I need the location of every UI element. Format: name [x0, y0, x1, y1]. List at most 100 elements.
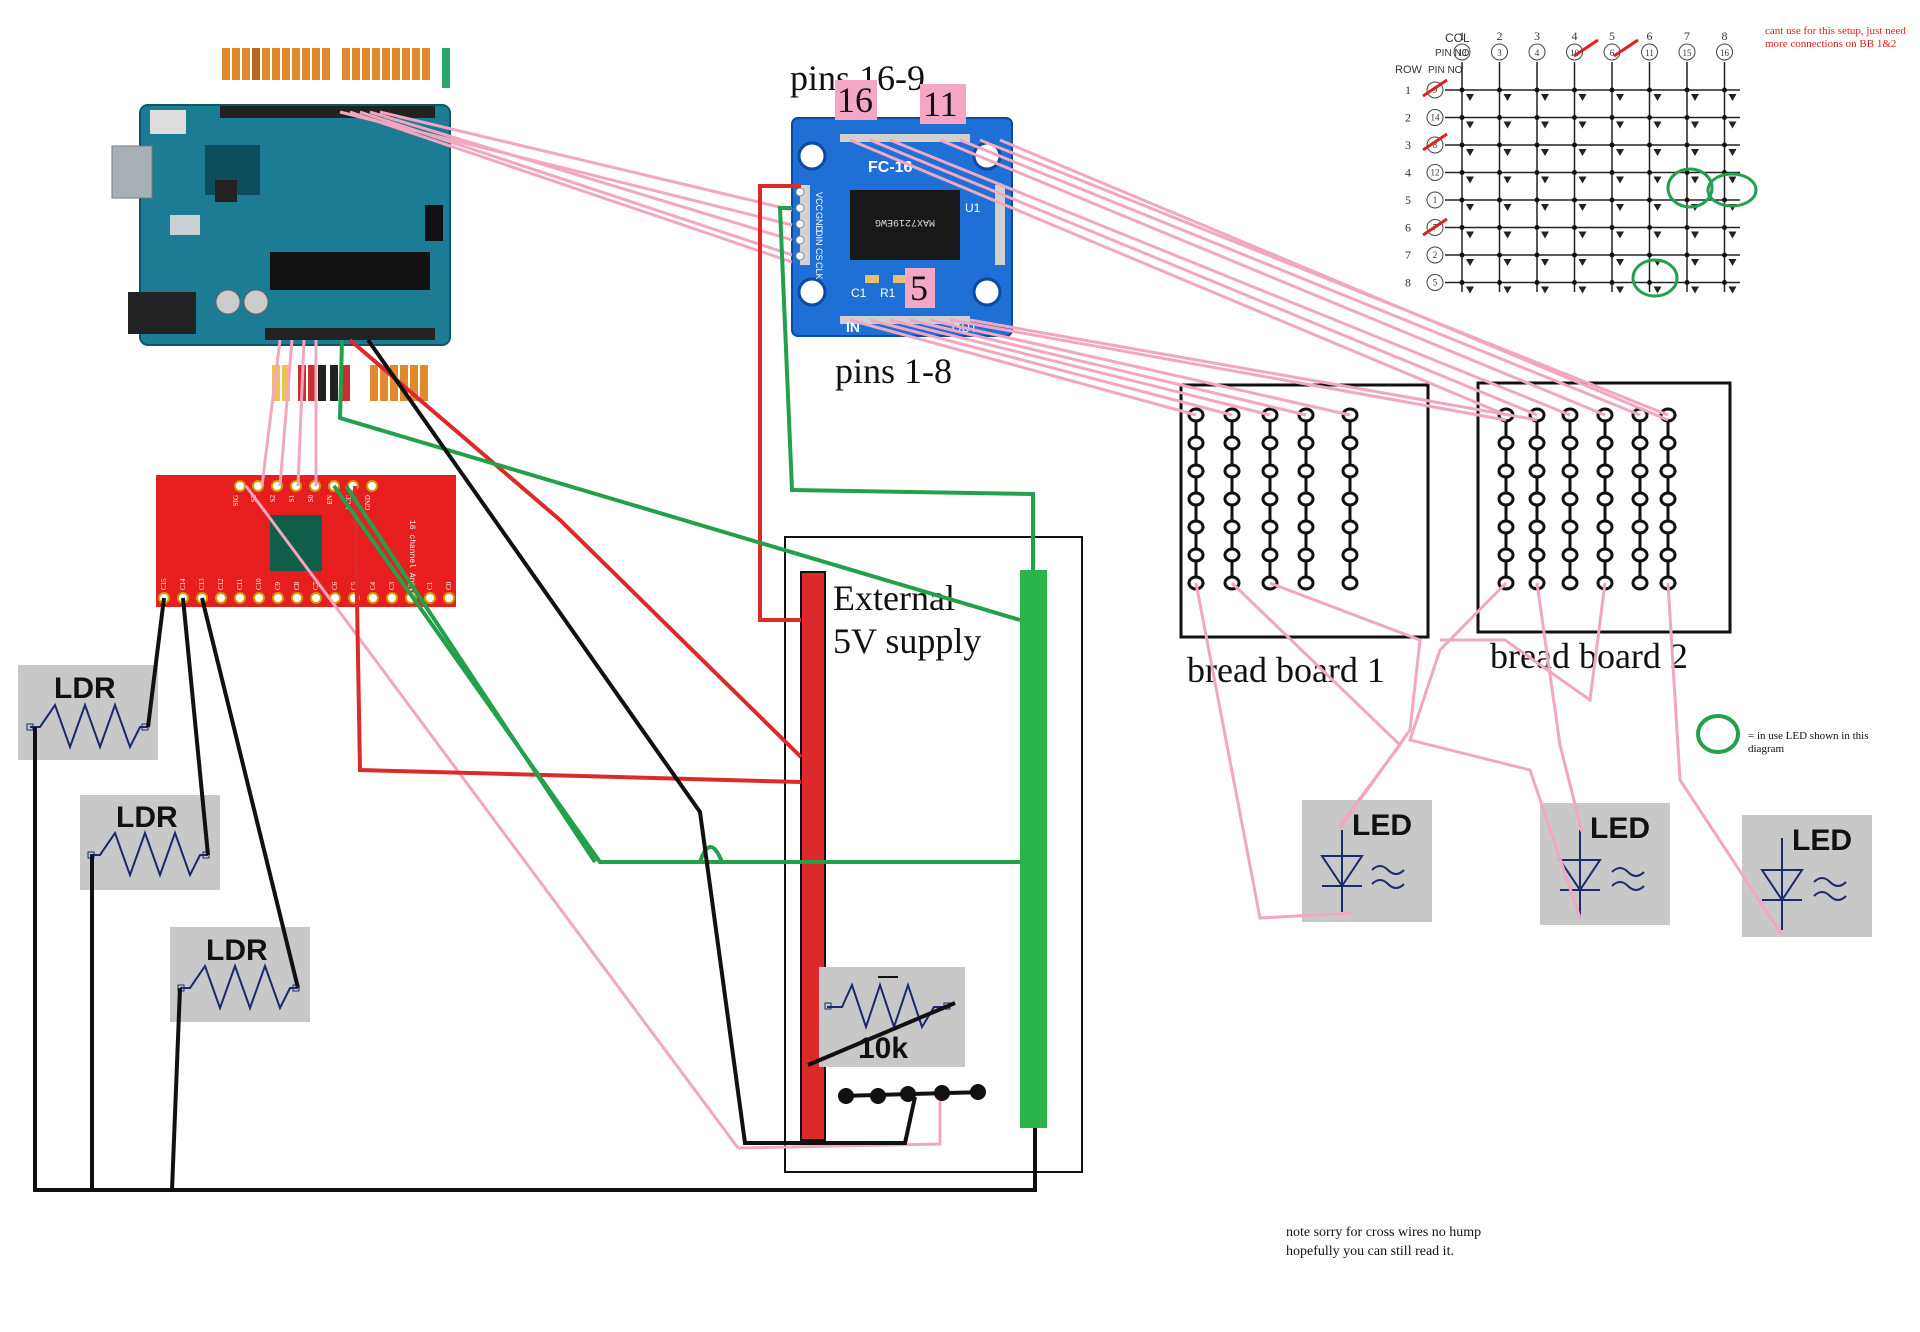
matrix-led-symbol [1653, 204, 1662, 211]
matrix-led-symbol [1691, 94, 1699, 101]
breadboard-hole [1497, 491, 1515, 507]
breadboard-hole [1261, 547, 1279, 563]
max-side-pins: VCC GND DIN CS CLK [814, 192, 824, 280]
legend-line2: diagram [1748, 743, 1784, 755]
matrix-led-symbol [1578, 204, 1587, 211]
mux-top-pin: EN [326, 495, 334, 504]
matrix-row-number: 5 [1405, 193, 1411, 207]
matrix-junction-dot [1572, 115, 1577, 120]
mux-bottom-pin: C14 [179, 578, 187, 590]
breadboard-hole [1659, 519, 1677, 535]
breadboard-hole [1528, 463, 1546, 479]
breadboard-hole [1497, 435, 1515, 451]
matrix-led-symbol [1653, 149, 1662, 156]
max-pin-din: DIN [814, 230, 824, 246]
matrix-junction-dot [1459, 197, 1465, 203]
matrix-row-pin-no-label: PIN NO [1428, 65, 1463, 76]
matrix-junction-dot [1497, 87, 1502, 93]
ldr-1: LDR [18, 665, 158, 760]
breadboard-hole [1631, 463, 1649, 479]
matrix-led-symbol [1616, 204, 1624, 211]
matrix-led-symbol [1653, 94, 1662, 101]
breadboard-hole [1297, 575, 1315, 591]
matrix-led-symbol [1541, 149, 1549, 156]
breadboard-hole [1659, 491, 1677, 507]
mux-bottom-pin: C4 [369, 581, 377, 590]
matrix-col-pin: 13 [1458, 48, 1468, 58]
breadboard-2 [1476, 381, 1732, 634]
matrix-junction-dot [1722, 87, 1727, 93]
matrix-in-use-circles [1631, 167, 1758, 298]
mux-top-pin: GND [364, 495, 372, 510]
matrix-led-symbol [1616, 286, 1624, 294]
max-pin-gnd: GND [814, 212, 824, 233]
breadboard-hole [1528, 491, 1546, 507]
matrix-row-number: 2 [1405, 111, 1411, 125]
matrix-junction-dot [1609, 225, 1615, 230]
arduino-header-bottom [272, 365, 428, 401]
matrix-junction-dot [1497, 225, 1502, 230]
mux-bottom-pin: C10 [255, 578, 263, 590]
matrix-led-symbol [1503, 121, 1512, 129]
ldr-3: LDR [170, 927, 310, 1022]
matrix-junction-dot [1684, 280, 1690, 285]
matrix-led-symbol [1728, 176, 1737, 184]
matrix-junction-dot [1722, 252, 1727, 258]
matrix-junction-dot [1534, 280, 1540, 285]
matrix-junction-dot [1572, 280, 1577, 285]
breadboard-hole [1561, 575, 1579, 591]
mux-title: 16 channel Analog Multiplexer [407, 520, 416, 659]
matrix-junction-dot [1459, 170, 1465, 175]
mux-bottom-pin: C9 [274, 581, 282, 590]
breadboard-hole [1297, 547, 1315, 563]
matrix-led-symbol [1728, 121, 1737, 129]
matrix-junction-dot [1647, 170, 1652, 175]
matrix-row-number: 6 [1405, 221, 1411, 235]
matrix-junction-dot [1459, 252, 1465, 258]
mux-bottom-pin: C6 [331, 581, 339, 590]
red-wires [348, 184, 803, 784]
matrix-led-symbol [1541, 176, 1549, 184]
legend-line1: = in use LED shown in this [1748, 730, 1868, 742]
matrix-junction-dot [1684, 115, 1690, 120]
breadboard-hole [1223, 435, 1241, 451]
matrix-led-symbol [1728, 231, 1737, 239]
breadboard-hole [1223, 491, 1241, 507]
mux-bottom-pin: C11 [236, 578, 244, 590]
matrix-led-symbol [1728, 259, 1737, 266]
breadboard-hole [1561, 491, 1579, 507]
matrix-led-symbol [1466, 204, 1474, 211]
matrix-col-pin: 16 [1720, 48, 1730, 58]
matrix-led-symbol [1503, 204, 1512, 211]
matrix-col-pin-circle [1716, 43, 1733, 61]
matrix-col-number: 7 [1684, 29, 1690, 43]
breadboard-hole [1297, 491, 1315, 507]
mux-top-pin: VCC [345, 495, 353, 510]
matrix-col-number: 2 [1497, 29, 1503, 43]
matrix-led-symbol [1503, 259, 1512, 266]
red-note-line1: cant use for this setup, just need [1765, 25, 1906, 37]
breadboard-hole [1297, 519, 1315, 535]
matrix-col-number: 3 [1534, 29, 1540, 43]
matrix-junction-dot [1459, 280, 1465, 285]
matrix-led-symbol [1541, 121, 1549, 129]
breadboard-hole [1596, 519, 1614, 535]
arduino-board [111, 48, 451, 401]
pin-11-label: 11 [923, 84, 958, 124]
matrix-junction-dot [1609, 252, 1615, 258]
matrix-junction-dot [1497, 280, 1502, 285]
matrix-led-symbol [1541, 94, 1549, 101]
max7219-module: FC-16 MAX7219EWG U1 C1 R1 IN OUT VCC GND… [791, 117, 1013, 337]
matrix-col-pin: 3 [1497, 48, 1502, 58]
matrix-row-number: 4 [1405, 166, 1411, 180]
breadboard-hole [1631, 435, 1649, 451]
supply-line1: External [833, 578, 955, 618]
matrix-led-symbol [1691, 149, 1699, 156]
mux-bottom-pin: C15 [160, 578, 168, 590]
matrix-junction-dot [1459, 87, 1465, 93]
matrix-led-symbol [1466, 231, 1474, 239]
matrix-junction-dot [1647, 280, 1652, 285]
matrix-junction-dot [1534, 225, 1540, 230]
breadboard-1-label: bread board 1 [1187, 650, 1385, 690]
